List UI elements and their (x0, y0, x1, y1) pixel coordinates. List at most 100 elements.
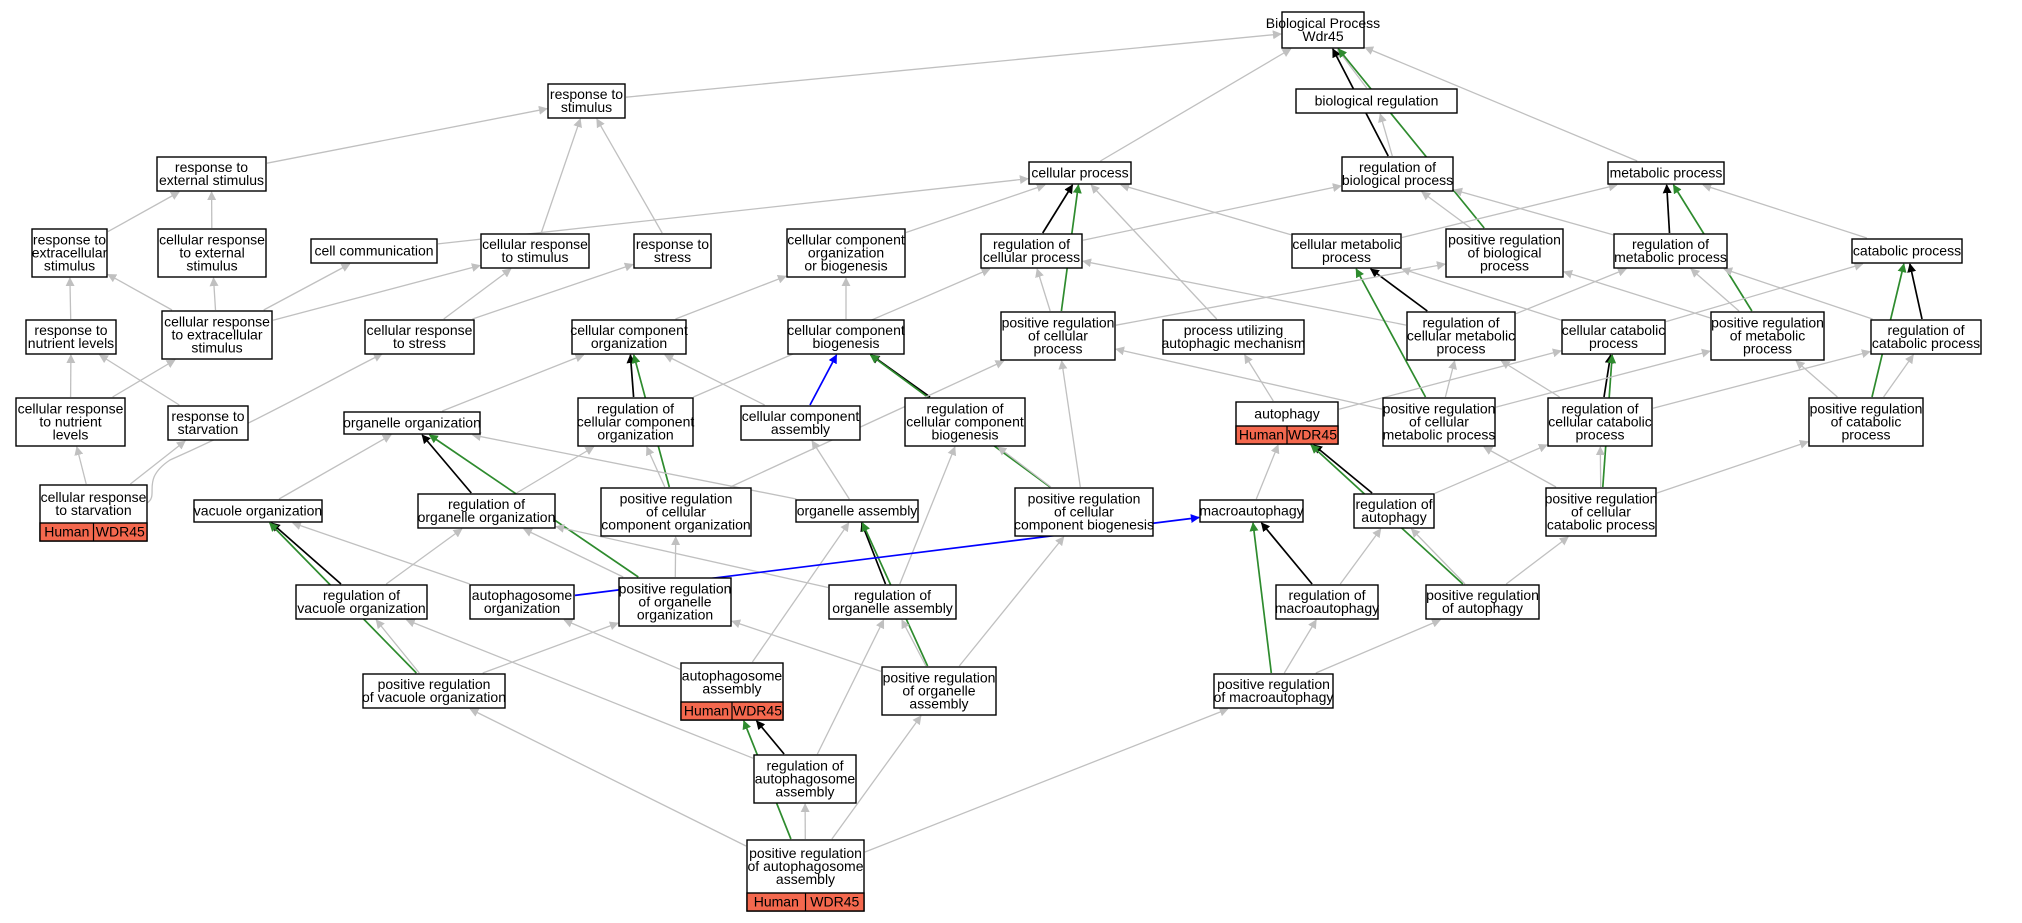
edge-process-utilizing-autophagic-mechanism-to-cellular-process (1090, 184, 1218, 320)
edge-cellular-response-to-extracellular-stimulus-to-response-to-extracellular-stimulus (107, 273, 173, 311)
go-term-node-cell-communication[interactable]: cell communication (310, 238, 438, 264)
node-box (1295, 88, 1458, 114)
edge-regulation-of-organelle-organization-to-organelle-organization (421, 434, 472, 494)
node-box (469, 584, 575, 620)
node-box (1382, 397, 1496, 447)
node-label-line: of organelle (902, 683, 975, 699)
edge-positive-regulation-of-organelle-assembly-to-positive-regulation-of-cellular-component-biogenesis (958, 536, 1065, 667)
node-box (1710, 311, 1825, 361)
edge-vacuole-organization-to-organelle-organization (278, 434, 392, 500)
node-label-line: macroautophagy (1199, 503, 1303, 519)
node-label-line: cellular response (164, 314, 270, 330)
edge-positive-regulation-of-autophagosome-assembly-to-positive-regulation-of-organelle-assembly (831, 715, 922, 840)
go-term-node-metabolic-process[interactable]: metabolic process (1607, 161, 1725, 185)
node-label-line: cellular component (787, 322, 905, 338)
node-box (25, 319, 117, 355)
edge-positive-regulation-of-cellular-component-organization-to-positive-regulation-of-cellular-process (730, 360, 1005, 488)
node-label-line: regulation of (1359, 159, 1436, 175)
edge-positive-regulation-of-catabolic-process-to-positive-regulation-of-metabolic-process (1795, 360, 1838, 398)
edge-positive-regulation-of-cellular-catabolic-process-to-positive-regulation-of-catabolic-process (1656, 440, 1809, 494)
go-term-node-organelle-organization[interactable]: organelle organization (343, 411, 481, 435)
node-label-line: cellular response (482, 236, 588, 252)
node-box (1445, 228, 1564, 278)
node-box (547, 83, 626, 119)
node-label-line: to stimulus (502, 249, 569, 265)
go-term-node-macroautophagy[interactable]: macroautophagy (1199, 499, 1304, 523)
node-box (167, 405, 249, 441)
go-term-node-cellular-process[interactable]: cellular process (1028, 161, 1132, 185)
node-box (577, 397, 694, 447)
go-term-node-vacuole-organization[interactable]: vacuole organization (193, 499, 323, 523)
node-label-line: positive regulation (1545, 491, 1658, 507)
node-label-line: metabolic process (1610, 165, 1723, 181)
node-box (633, 233, 712, 269)
node-label-line: cellular component (742, 408, 860, 424)
node-label-line: to external (179, 245, 244, 261)
node-label-line: process (1589, 335, 1638, 351)
go-term-node-catabolic-process[interactable]: catabolic process (1851, 238, 1963, 264)
node-label-line: regulation of (926, 401, 1003, 417)
go-term-node-organelle-assembly[interactable]: organelle assembly (795, 499, 919, 523)
node-label-line: regulation of (597, 401, 674, 417)
node-label-line: organization (484, 600, 560, 616)
node-box (1561, 319, 1666, 355)
node-box (600, 487, 752, 537)
node-box (1213, 673, 1334, 709)
edge-cellular-response-to-starvation-to-cellular-response-to-stress (146, 353, 383, 504)
edge-positive-regulation-of-cellular-process-to-positive-regulation-of-biological-process (1115, 261, 1446, 326)
go-term-node-biological-regulation[interactable]: biological regulation (1295, 88, 1458, 114)
